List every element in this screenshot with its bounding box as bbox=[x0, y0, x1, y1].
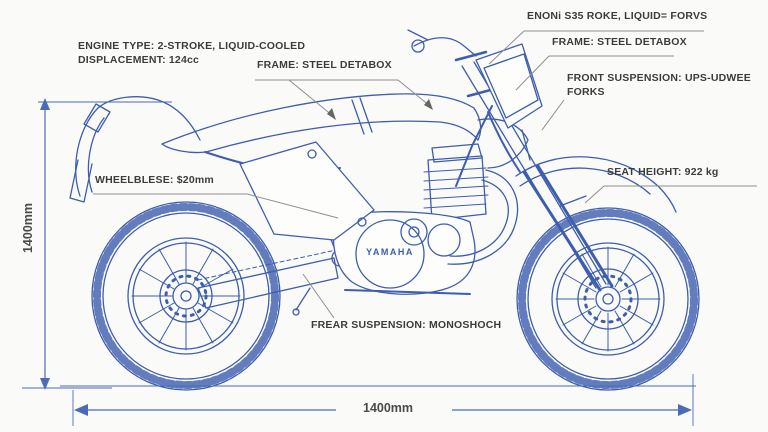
height-dimension-value: 1400mm bbox=[21, 202, 35, 254]
label-front-suspension-line1: FRONT SUSPENSION: UPS-UDWEE bbox=[567, 72, 751, 84]
label-seat-height: SEAT HEIGHT: 922 kg bbox=[607, 166, 719, 178]
label-front-suspension-line2: FORKS bbox=[567, 86, 605, 98]
leader-frame-center bbox=[397, 79, 431, 107]
length-dimension-line bbox=[72, 374, 694, 426]
label-engine-type-line1: ENGINE TYPE: 2-STROKE, LIQUID-COOLED bbox=[78, 40, 306, 52]
engine bbox=[332, 143, 489, 295]
front-fender bbox=[515, 156, 677, 213]
leader-frame-right bbox=[515, 55, 550, 91]
headlight-mask bbox=[475, 43, 543, 161]
handlebar bbox=[407, 29, 477, 57]
crankcase-cover bbox=[355, 219, 425, 289]
cylinder-fins bbox=[423, 167, 489, 209]
dimension-lines bbox=[22, 98, 696, 426]
rear-spokes bbox=[131, 241, 241, 351]
rear-wheel bbox=[91, 201, 281, 391]
seat-and-tank bbox=[161, 93, 529, 169]
front-forks bbox=[454, 50, 614, 292]
front-spokes bbox=[555, 246, 661, 352]
label-engine-type: ENGINE TYPE: 2-STROKE, LIQUID-COOLED DIS… bbox=[78, 39, 305, 67]
leader-rear-suspension bbox=[302, 273, 335, 319]
leader-engine-right bbox=[488, 30, 525, 65]
side-panel bbox=[239, 141, 375, 241]
label-frame-center: FRAME: STEEL DETABOX bbox=[257, 59, 392, 71]
length-dimension-value: 1400mm bbox=[363, 401, 414, 415]
motorcycle bbox=[69, 29, 700, 391]
leader-wheelbase bbox=[246, 193, 339, 219]
label-wheelbase: WHEELBLESE: $20mm bbox=[95, 174, 214, 186]
engine-brand-badge: YAMAHA bbox=[366, 247, 414, 257]
label-rear-suspension: FREAR SUSPENSION: MONOSHOCH bbox=[311, 319, 502, 331]
label-front-suspension: FRONT SUSPENSION: UPS-UDWEE FORKS bbox=[567, 71, 751, 99]
front-wheel bbox=[516, 207, 700, 391]
height-dimension-line bbox=[22, 98, 172, 390]
leader-seat-height bbox=[584, 185, 605, 204]
seat-strap bbox=[351, 97, 373, 135]
exhaust-pipe bbox=[447, 169, 519, 265]
tank-shroud bbox=[477, 118, 529, 169]
label-frame-right: FRAME: STEEL DETABOX bbox=[552, 36, 687, 48]
tail-light bbox=[83, 103, 111, 133]
label-engine-type-line2: DISPLACEMENT: 124cc bbox=[78, 54, 200, 66]
leader-front-suspension bbox=[541, 99, 565, 131]
leader-lines bbox=[93, 30, 757, 319]
rear-fender bbox=[69, 96, 201, 203]
leader-engine-type bbox=[288, 79, 334, 117]
label-engine-right: ENONi S35 ROKE, LIQUID= FORVS bbox=[527, 10, 708, 22]
